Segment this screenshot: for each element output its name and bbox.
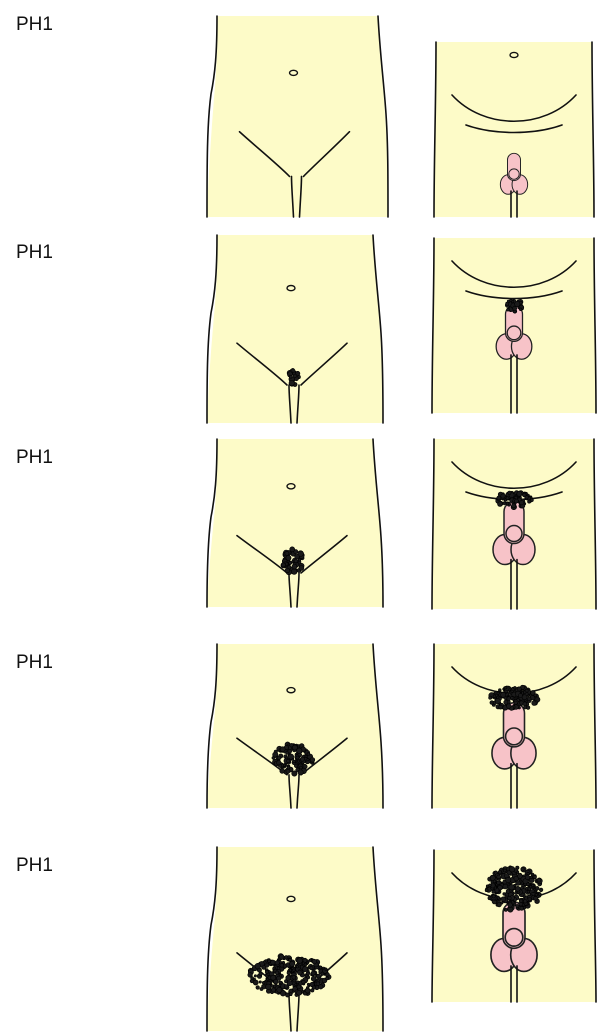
female-figure-2 xyxy=(205,233,385,423)
male-figure-4 xyxy=(430,642,598,808)
navel xyxy=(287,286,295,291)
male-figure-2 xyxy=(430,236,598,413)
stage-label-1: PH1 xyxy=(16,14,53,36)
male-figure-1 xyxy=(432,40,596,217)
female-figure-5 xyxy=(205,845,385,1031)
female-figure-4 xyxy=(205,642,385,808)
navel xyxy=(287,484,295,489)
female-figure-1 xyxy=(205,14,390,217)
navel xyxy=(510,52,518,57)
male-figure-3 xyxy=(430,437,598,609)
stage-label-5: PH1 xyxy=(16,855,53,877)
stage-label-4: PH1 xyxy=(16,652,53,674)
navel xyxy=(287,688,295,693)
stage-label-3: PH1 xyxy=(16,447,53,469)
female-figure-3 xyxy=(205,437,385,607)
navel xyxy=(287,896,295,901)
stage-label-2: PH1 xyxy=(16,242,53,264)
male-figure-5 xyxy=(430,848,598,1002)
navel xyxy=(290,70,298,75)
